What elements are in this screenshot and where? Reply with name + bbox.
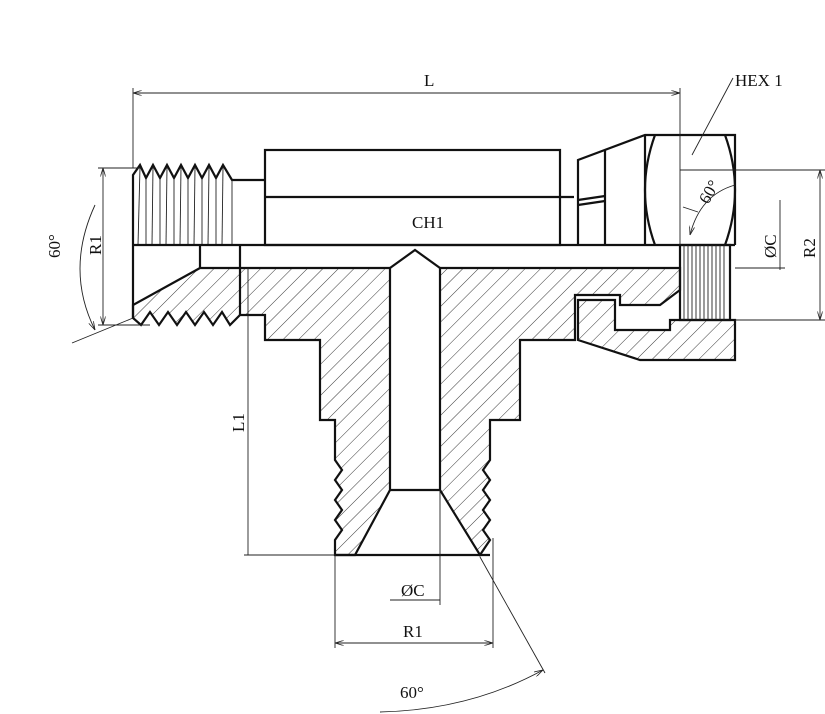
svg-text:60°: 60° (695, 177, 723, 207)
svg-text:HEX 1: HEX 1 (735, 71, 783, 90)
svg-text:L1: L1 (229, 413, 248, 432)
svg-text:ØC: ØC (761, 234, 780, 258)
svg-text:L: L (424, 71, 434, 90)
dimension-right-C: ØC (735, 200, 785, 270)
ch1-label: CH1 (412, 213, 444, 232)
dimension-branch-R1: R1 (334, 538, 494, 648)
dimension-R2: R2 (735, 170, 825, 321)
swivel-nut (560, 133, 737, 246)
svg-text:60°: 60° (400, 683, 424, 702)
svg-text:R2: R2 (800, 238, 819, 258)
hex-callout: HEX 1 (691, 71, 783, 156)
dimension-nut-angle: 60° (680, 169, 825, 235)
svg-text:R1: R1 (403, 622, 423, 641)
dimension-branch-angle: 60° (379, 556, 546, 713)
svg-text:R1: R1 (86, 235, 105, 255)
dimension-L1: L1 (229, 268, 335, 556)
dimension-left-angle: 60° (45, 204, 134, 344)
dimension-L: L (132, 71, 681, 245)
left-thread-stud (131, 162, 265, 246)
body-section (131, 243, 737, 558)
dimension-left-R1: R1 (86, 167, 150, 326)
svg-text:60°: 60° (45, 234, 64, 258)
right-internal-thread (678, 243, 732, 322)
body-hex-ch1: CH1 (263, 148, 562, 247)
dimension-branch-C: ØC (390, 490, 441, 605)
svg-text:ØC: ØC (401, 581, 425, 600)
